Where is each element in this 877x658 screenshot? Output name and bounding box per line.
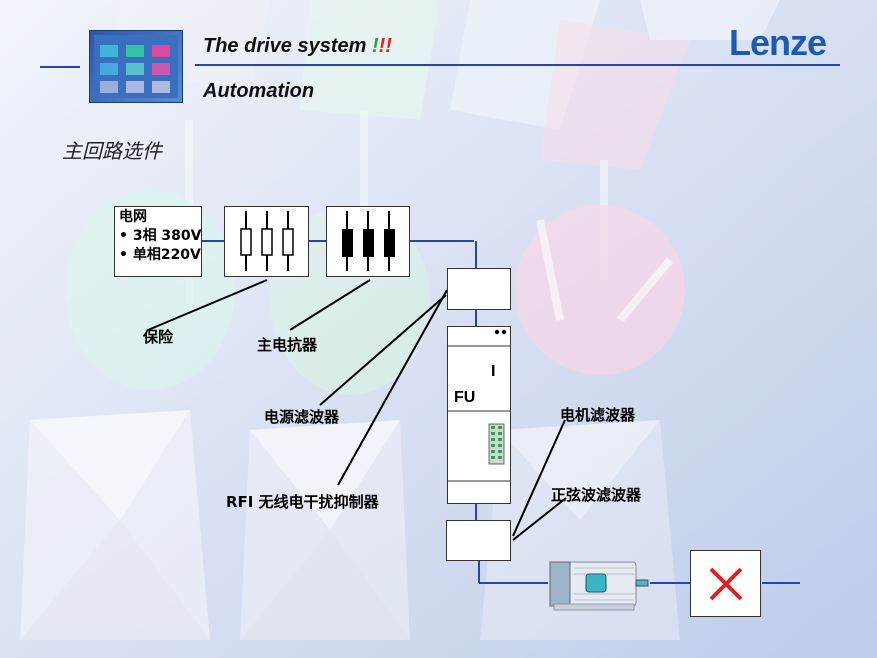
inverter-drawing [448,329,510,482]
crossed-load-box [690,550,761,617]
header-left-rule [40,66,80,68]
label-fuse: 保险 [143,328,174,346]
grid-supply-box: 电网 • 3相 380V • 单相220V [114,206,202,277]
section-title: 主回路选件 [62,139,162,163]
header-thumbnail-image [89,30,183,103]
title-exclaim-green: ! [371,35,379,57]
page-subtitle: Automation [203,80,315,102]
fuse-symbols-icon [240,211,294,271]
status-led-2 [501,329,507,335]
close-x-icon [709,567,743,601]
label-sine-filter: 正弦波滤波器 [551,486,642,504]
grid-label: 电网 [119,209,147,225]
reactor-symbols-icon [342,211,395,271]
header-rule [195,64,840,66]
motor-filter-box [446,520,511,561]
label-mains-filter: 电源滤波器 [264,408,340,426]
mains-filter-box [447,268,511,310]
inverter-fu-label: FU [454,389,476,406]
page-title-text: The drive system [203,35,372,57]
title-exclaim-red: !! [378,35,392,57]
mains-reactor-box [326,206,410,277]
inverter-roman-numeral: I [491,363,496,380]
status-led-1 [494,329,500,335]
label-mains-reactor: 主电抗器 [257,336,318,354]
grid-single-phase: • 单相220V [119,247,201,263]
thumbnail-icons [94,35,178,98]
power-lines [202,240,800,584]
terminal-strip-icon [488,423,505,465]
label-motor-filter: 电机滤波器 [560,406,636,424]
grid-three-phase: • 3相 380V [119,228,202,244]
frequency-inverter [447,326,511,504]
leader-lines [147,279,567,541]
fuse-box [224,206,309,277]
motor-icon [549,561,649,611]
lenze-logo: Lenze [729,22,827,63]
page-title: The drive system !!! [203,35,392,58]
label-rfi-suppressor: RFI 无线电干扰抑制器 [226,493,379,511]
